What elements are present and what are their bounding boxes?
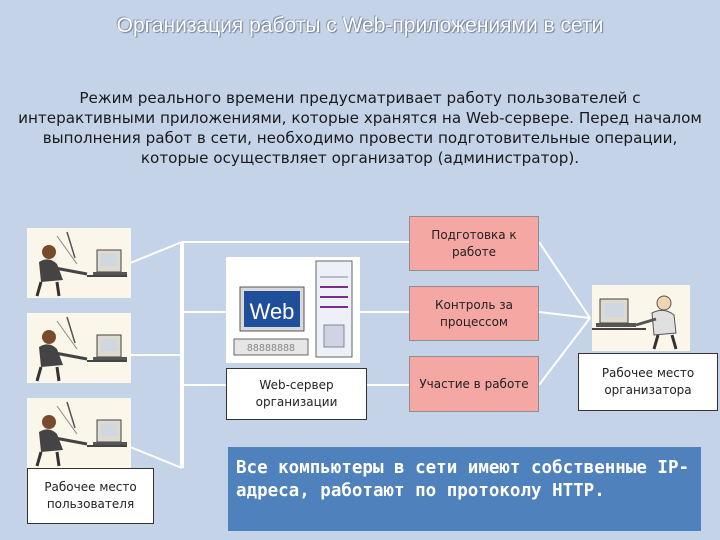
user-workstation-2 bbox=[27, 313, 131, 387]
operation-preparation: Подготовка к работе bbox=[409, 216, 539, 271]
web-screen-text: Web bbox=[250, 299, 295, 324]
user-at-computer-icon bbox=[27, 313, 131, 383]
organizer-at-computer-icon bbox=[592, 285, 690, 351]
keyboard-text: 88888888 bbox=[247, 343, 295, 354]
user-workstation-1 bbox=[27, 228, 131, 302]
intro-paragraph: Режим реального времени предусматривает … bbox=[18, 89, 702, 167]
slide-title: Организация работы с Web-приложениями в … bbox=[116, 14, 604, 37]
web-server-icon: Web 88888888 bbox=[226, 257, 360, 363]
network-note: Все компьютеры в сети имеют собственные … bbox=[228, 447, 701, 531]
user-workstation-caption: Рабочее место пользователя bbox=[27, 468, 154, 524]
user-at-computer-icon bbox=[27, 228, 131, 298]
user-workstation-3 bbox=[27, 398, 131, 472]
user-at-computer-icon bbox=[27, 398, 131, 468]
web-server-caption: Web-сервер организации bbox=[226, 368, 367, 420]
operation-control: Контроль за процессом bbox=[409, 286, 539, 341]
web-server-illustration: Web 88888888 bbox=[226, 257, 360, 367]
organizer-caption: Рабочее место организатора bbox=[578, 353, 718, 411]
organizer-workstation bbox=[592, 285, 690, 355]
operation-participation: Участие в работе bbox=[409, 356, 539, 412]
